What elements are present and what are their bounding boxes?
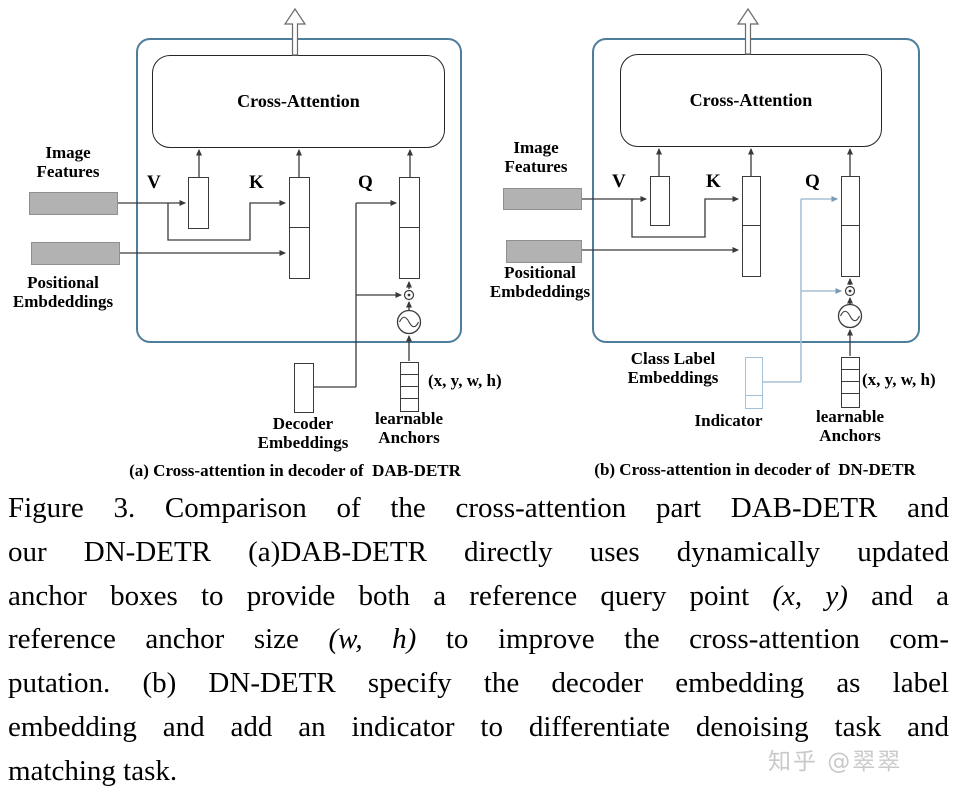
q-box-a-divider bbox=[400, 226, 419, 228]
positional-embeddings-box-a bbox=[31, 242, 120, 265]
caption-line-1: Figure 3. Comparison of the cross-attent… bbox=[8, 487, 949, 531]
decoder-embeddings-label: Decoder Embeddings bbox=[257, 414, 349, 453]
decoder-embeddings-box bbox=[294, 363, 314, 413]
anchors-b-divider-3 bbox=[842, 393, 859, 394]
cross-attention-box-a: Cross-Attention bbox=[152, 55, 445, 148]
v-box-a bbox=[188, 177, 209, 229]
cross-attention-label-b: Cross-Attention bbox=[689, 90, 813, 110]
caption-line-7: matching task. bbox=[8, 750, 949, 794]
q-box-b-divider bbox=[842, 224, 859, 226]
caption-text: embedding and add an indicator to differ… bbox=[8, 710, 949, 743]
indicator-label: Indicator bbox=[694, 411, 763, 430]
caption-text: and a bbox=[847, 579, 950, 612]
math-xy: (x, y) bbox=[772, 579, 848, 612]
zhihu-watermark: 知乎 @翠翠 bbox=[768, 749, 903, 775]
anchors-b-divider-2 bbox=[842, 380, 859, 382]
figure-caption: Figure 3. Comparison of the cross-attent… bbox=[8, 487, 949, 794]
anchors-a-divider-2 bbox=[401, 385, 418, 387]
anchor-tuple-label-a: (x, y, w, h) bbox=[428, 371, 502, 390]
k-box-a-divider bbox=[290, 226, 309, 228]
class-label-embeddings-label: Class Label Embeddings bbox=[627, 349, 719, 388]
v-box-b bbox=[650, 176, 670, 226]
indicator-box-divider bbox=[746, 395, 762, 396]
v-label-b: V bbox=[612, 171, 626, 192]
q-box-a bbox=[399, 177, 420, 279]
image-features-label-a: Image Features bbox=[36, 143, 100, 182]
image-features-box-a bbox=[29, 192, 118, 215]
anchors-b-divider-1 bbox=[842, 368, 859, 370]
k-box-a bbox=[289, 177, 310, 279]
image-features-label-b: Image Features bbox=[504, 138, 568, 177]
k-box-b-divider bbox=[743, 224, 760, 226]
learnable-anchors-label-b: learnable Anchors bbox=[816, 407, 884, 446]
subcaption-b: (b) Cross-attention in decoder of DN-DET… bbox=[594, 460, 916, 479]
cross-attention-label-a: Cross-Attention bbox=[237, 91, 360, 111]
positional-embeddings-box-b bbox=[506, 240, 582, 263]
q-label-b: Q bbox=[805, 171, 820, 192]
caption-text: reference anchor size bbox=[8, 623, 329, 656]
k-label-a: K bbox=[249, 172, 264, 193]
caption-line-6: embedding and add an indicator to differ… bbox=[8, 706, 949, 750]
anchors-a-divider-3 bbox=[401, 397, 418, 399]
k-box-b bbox=[742, 176, 761, 277]
caption-line-2: our DN-DETR (a)DAB-DETR directly uses dy… bbox=[8, 531, 949, 575]
caption-text: putation. (b) DN-DETR specify the decode… bbox=[8, 667, 949, 700]
learnable-anchors-stack-b bbox=[841, 357, 860, 408]
positional-embeddings-label-b: Positional Embdeddings bbox=[489, 263, 591, 302]
cross-attention-box-b: Cross-Attention bbox=[620, 54, 882, 147]
caption-text: to improve the cross-attention com- bbox=[416, 623, 949, 656]
caption-line-5: putation. (b) DN-DETR specify the decode… bbox=[8, 662, 949, 706]
subcaption-a: (a) Cross-attention in decoder of DAB-DE… bbox=[129, 461, 461, 480]
k-label-b: K bbox=[706, 171, 721, 192]
caption-text: Figure 3. Comparison of the cross-attent… bbox=[8, 492, 949, 524]
v-label-a: V bbox=[147, 172, 161, 193]
q-box-b bbox=[841, 176, 860, 277]
caption-line-3: anchor boxes to provide both a reference… bbox=[8, 575, 949, 619]
positional-embeddings-label-a: Positional Embdeddings bbox=[12, 273, 114, 312]
caption-text: our DN-DETR (a)DAB-DETR directly uses dy… bbox=[8, 535, 949, 568]
caption-text: matching task. bbox=[8, 754, 178, 787]
caption-line-4: reference anchor size (w, h) to improve … bbox=[8, 618, 949, 662]
image-features-box-b bbox=[503, 188, 582, 210]
caption-text: anchor boxes to provide both a reference… bbox=[8, 579, 773, 612]
math-wh: (w, h) bbox=[328, 623, 417, 656]
class-label-indicator-box bbox=[745, 357, 763, 409]
learnable-anchors-stack-a bbox=[400, 362, 419, 412]
anchors-a-divider-1 bbox=[401, 373, 418, 375]
learnable-anchors-label-a: learnable Anchors bbox=[375, 409, 443, 448]
anchor-tuple-label-b: (x, y, w, h) bbox=[862, 370, 936, 389]
q-label-a: Q bbox=[358, 172, 373, 193]
